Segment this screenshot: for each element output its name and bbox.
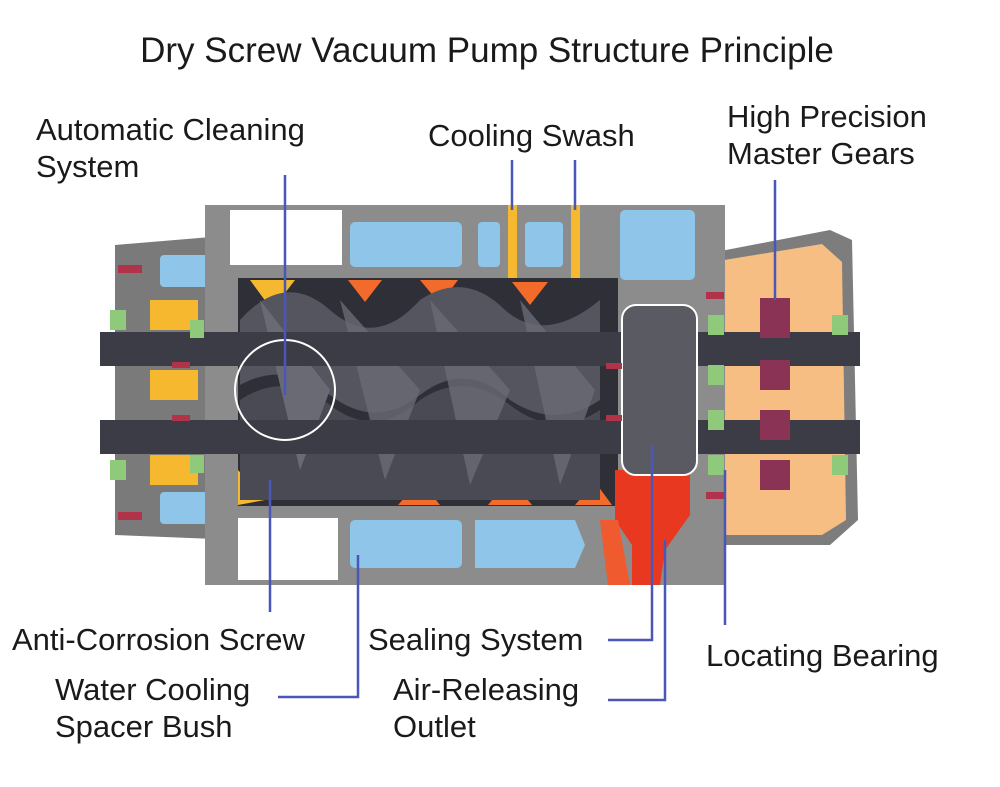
cooling-swash-pipe-2 [571,205,580,280]
pump-body [100,205,860,585]
master-gears [760,298,790,490]
cooling-swash-pipe-1 [508,205,517,280]
label-water-cooling-line2: Spacer Bush [55,709,233,744]
label-water-cooling-line1: Water Cooling [55,672,250,707]
rotor-tip-top-1 [348,280,382,302]
label-cooling-swash: Cooling Swash [428,118,635,153]
bolts [118,265,724,520]
left-orange-insert-2 [150,370,198,400]
coolant-jacket-top-2 [478,222,500,267]
inlet-gap-bottom [238,518,338,580]
sealing-zone-outline [621,304,698,476]
left-coolant-top [160,255,210,287]
diagram-title: Dry Screw Vacuum Pump Structure Principl… [140,31,834,70]
shaft-lower [100,420,860,454]
label-automatic-cleaning-line2: System [36,149,139,184]
label-master-gears-line1: High Precision [727,99,927,134]
leader-lines [268,160,777,702]
coolant-jacket-bottom-1 [350,520,462,568]
shaft-upper [100,332,860,366]
label-automatic-cleaning-line1: Automatic Cleaning [36,112,305,147]
air-outlet-channel-2 [600,520,630,585]
label-master-gears-line2: Master Gears [727,136,915,171]
left-coolant-bottom [160,492,210,524]
bearings [110,310,848,480]
label-anti-corrosion-screw: Anti-Corrosion Screw [12,622,305,657]
label-air-releasing-line2: Outlet [393,709,476,744]
rotor-tip-top-3 [512,282,548,305]
label-sealing-system: Sealing System [368,622,583,657]
sealing-zone [622,305,697,475]
label-locating-bearing: Locating Bearing [706,638,939,673]
coolant-jacket-top-1 [350,222,462,267]
label-air-releasing-line1: Air-Releasing [393,672,579,707]
coolant-jacket-top-3 [525,222,563,267]
coolant-jacket-top-4 [620,210,695,280]
coolant-jacket-bottom-2 [475,520,585,568]
